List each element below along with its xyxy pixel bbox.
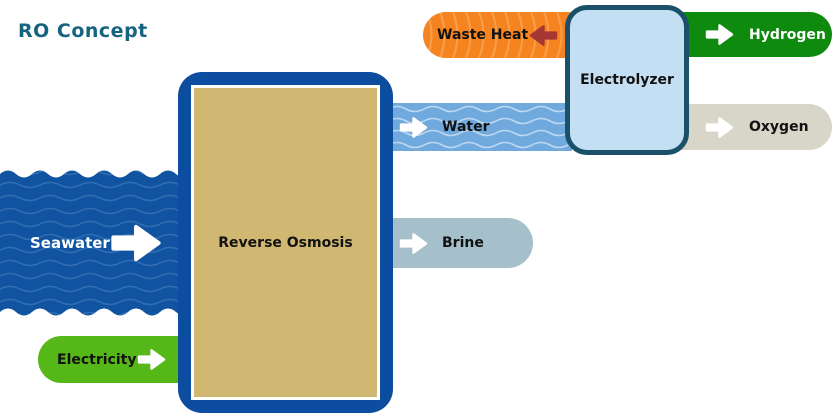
node-electrolyzer: Electrolyzer [565, 5, 689, 155]
oxygen-arrow-icon [704, 115, 735, 140]
seawater-wave-shape [0, 170, 192, 316]
flow-seawater: Seawater [0, 166, 192, 320]
flow-waste-heat-label: Waste Heat [437, 27, 529, 43]
flow-oxygen-label: Oxygen [749, 119, 809, 135]
flow-electricity: Electricity [38, 336, 185, 383]
flow-hydrogen-label: Hydrogen [749, 26, 826, 43]
flow-electricity-label: Electricity [57, 351, 137, 368]
flow-oxygen: Oxygen [680, 104, 832, 150]
node-reverse-osmosis: Reverse Osmosis [178, 72, 393, 413]
diagram-title: RO Concept [18, 20, 148, 42]
waste-heat-arrow-icon [528, 23, 559, 48]
flow-seawater-label: Seawater [30, 234, 110, 252]
water-arrow-icon [398, 115, 429, 140]
brine-arrow-icon [398, 231, 429, 256]
flow-water: Water [388, 103, 572, 151]
node-reverse-osmosis-label: Reverse Osmosis [218, 234, 353, 251]
flow-water-label: Water [442, 119, 490, 135]
hydrogen-arrow-icon [704, 22, 735, 47]
electricity-arrow-icon [136, 347, 167, 372]
flow-brine: Brine [388, 218, 533, 268]
node-electrolyzer-label: Electrolyzer [580, 72, 674, 88]
flow-waste-heat: Waste Heat [423, 12, 572, 58]
flow-hydrogen: Hydrogen [680, 12, 832, 57]
node-reverse-osmosis-body: Reverse Osmosis [191, 85, 380, 400]
seawater-arrow-icon [110, 222, 162, 264]
flow-brine-label: Brine [442, 235, 484, 251]
